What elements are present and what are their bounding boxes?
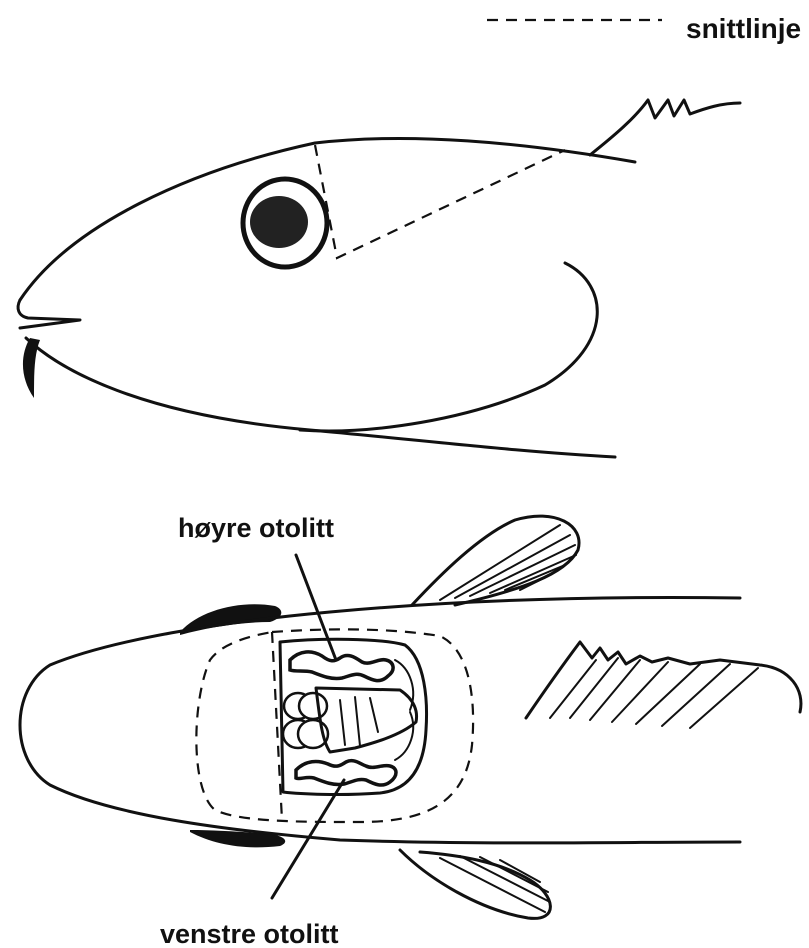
right-otolith-leader [296,555,336,660]
top-pectoral-fin-lower [400,850,550,918]
legend-label: snittlinje [686,13,801,44]
side-lower-jaw [26,338,615,457]
top-semicircular-canals [395,660,413,760]
top-head-outline [20,598,740,843]
top-brain-lobe-2 [299,693,327,719]
right-otolith [290,652,393,681]
fish-top-view [20,516,801,918]
top-pectoral-fin-upper-rays [440,525,576,600]
top-brain-stem [316,688,417,752]
side-upper-lip [18,300,80,328]
side-barbel [23,338,40,398]
side-cut-line [315,145,565,258]
top-pectoral-fin-lower-rays [440,856,550,912]
legend: snittlinje [487,13,801,44]
right-otolith-label: høyre otolitt [178,513,334,543]
top-dorsal-fin-rays [550,658,758,728]
top-brain-stem-detail [340,697,378,746]
left-otolith [296,761,396,785]
side-dorsal-fin [590,100,740,155]
top-dorsal-fin [526,642,801,718]
left-otolith-label: venstre otolitt [160,919,339,948]
side-gill-cover [300,263,597,431]
side-eye-pupil [250,196,308,248]
fish-side-view [18,100,740,457]
